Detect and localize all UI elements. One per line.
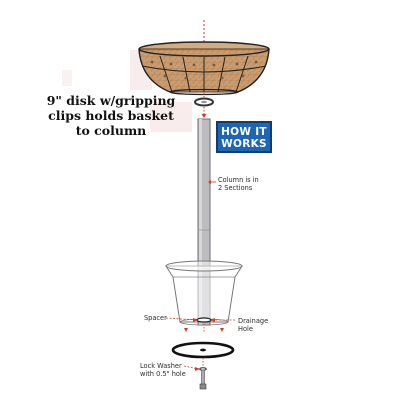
badge-line2: WORKS	[221, 138, 267, 150]
how-it-works-badge: HOW IT WORKS	[216, 121, 272, 153]
badge-line1: HOW IT	[221, 126, 267, 138]
drainage-hole-label: Drainage Hole	[238, 317, 268, 333]
lock-washer-label-line1: Lock Washer	[140, 362, 182, 370]
column-label-line1: Column is in	[218, 176, 259, 184]
hanging-basket	[138, 41, 270, 96]
drainage-label-line2: Hole	[238, 325, 253, 333]
drainage-label-line1: Drainage	[238, 317, 269, 325]
disk-to-column-arrow	[201, 107, 207, 118]
bolt	[199, 367, 207, 390]
spacer-label: Spacer	[144, 314, 167, 322]
disk-caption: 9" disk w/gripping clips holds basket to…	[36, 93, 186, 138]
planter-pot	[165, 260, 243, 326]
column-label-arrow	[208, 180, 216, 184]
column-label: Column is in 2 Sections	[218, 176, 259, 192]
lock-washer-label: Lock Washer with 0.5" hole	[140, 362, 186, 378]
gripping-disk	[194, 97, 214, 107]
disk-caption-line2: clips holds basket	[48, 108, 174, 123]
disk-caption-line1: 9" disk w/gripping	[46, 93, 176, 108]
lock-washer-arrow	[183, 358, 204, 371]
lock-washer-label-line2: with 0.5" hole	[140, 370, 186, 378]
disk-caption-line3: to column	[75, 123, 147, 138]
spacer-and-drainage-hole	[165, 317, 236, 333]
lock-washer-ring	[171, 341, 235, 359]
column-label-line2: 2 Sections	[218, 184, 253, 192]
